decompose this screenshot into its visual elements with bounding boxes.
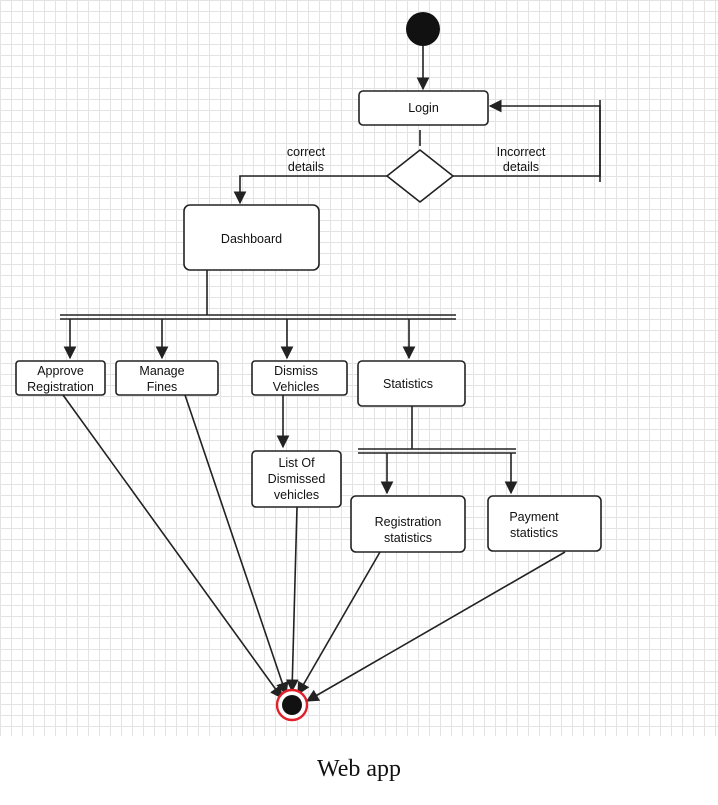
edge-regstats-final: [297, 551, 381, 696]
manage-fines-node: Manage Fines: [115, 360, 219, 396]
dashboard-label: Dashboard: [221, 232, 282, 246]
activity-diagram: Login Incorrect details correct details …: [15, 12, 602, 722]
correct-label-1: correct: [287, 145, 326, 159]
edge-paystats-final: [305, 551, 566, 702]
final-node-dot: [282, 695, 302, 715]
dismiss-label-2: Vehicles: [273, 380, 320, 394]
manage-label-1: Manage: [139, 364, 184, 378]
edge-approve-final: [62, 394, 283, 700]
registration-statistics-node: Registration statistics: [350, 495, 466, 553]
initial-node: [406, 12, 440, 46]
list-label-3: vehicles: [274, 488, 319, 502]
login-label: Login: [408, 101, 439, 115]
dashboard-node: Dashboard: [183, 204, 320, 271]
dismiss-vehicles-node: Dismiss Vehicles: [251, 360, 348, 396]
decision-node: [386, 149, 454, 203]
regstats-label-2: statistics: [384, 531, 432, 545]
manage-label-2: Fines: [147, 380, 178, 394]
statistics-label: Statistics: [383, 377, 433, 391]
regstats-label-1: Registration: [375, 515, 442, 529]
statistics-node: Statistics: [357, 360, 466, 407]
edge-correct: [233, 175, 387, 205]
list-label-2: Dismissed: [268, 472, 326, 486]
approve-label-1: Approve: [37, 364, 84, 378]
incorrect-label-2: details: [503, 160, 539, 174]
dismiss-label-1: Dismiss: [274, 364, 318, 378]
login-node: Login: [358, 90, 489, 126]
approve-registration-node: Approve Registration: [15, 360, 106, 396]
paystats-label-1: Payment: [509, 510, 559, 524]
correct-label-2: details: [288, 160, 324, 174]
incorrect-label-1: Incorrect: [497, 145, 546, 159]
payment-statistics-node: Payment statistics: [487, 495, 602, 552]
paystats-label-2: statistics: [510, 526, 558, 540]
list-label-1: List Of: [278, 456, 315, 470]
edge-manage-final: [184, 394, 289, 696]
figure-caption: Web app: [316, 756, 402, 782]
list-dismissed-node: List Of Dismissed vehicles: [251, 450, 342, 508]
edge-list-final: [285, 506, 299, 693]
diagram-canvas: Login Incorrect details correct details …: [0, 0, 718, 736]
approve-label-2: Registration: [27, 380, 94, 394]
